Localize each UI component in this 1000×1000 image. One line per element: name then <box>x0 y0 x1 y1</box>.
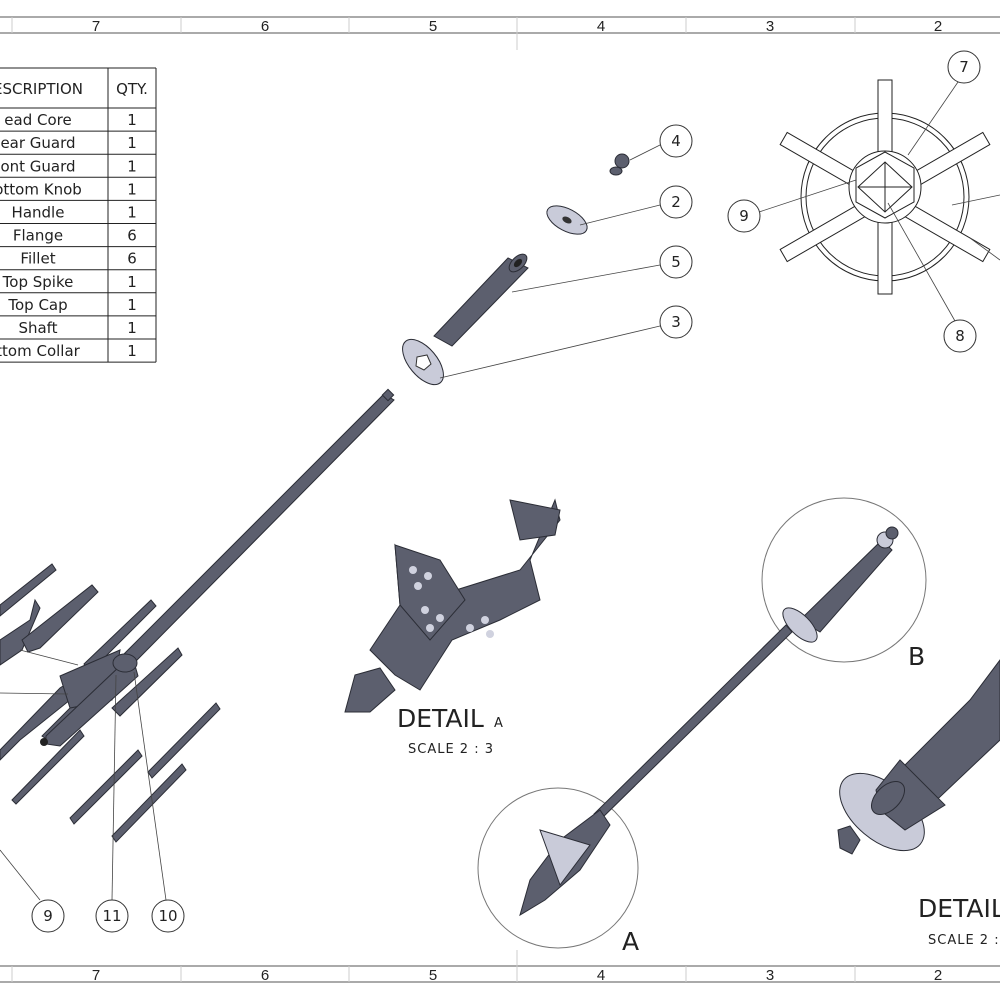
svg-text:7: 7 <box>959 58 969 76</box>
balloons: 4 2 5 3 7 9 8 9 11 10 <box>31 50 981 933</box>
bom-cell-qty: 1 <box>127 157 137 175</box>
bom-cell-description: Fillet <box>20 250 55 268</box>
svg-text:9: 9 <box>739 207 749 225</box>
bom-cell-qty: 1 <box>127 180 137 198</box>
svg-text:5: 5 <box>671 253 681 271</box>
bom-cell-qty: 1 <box>127 296 137 314</box>
part-bottom-knob <box>609 153 630 176</box>
bom-cell-description: Top Cap <box>7 296 67 314</box>
bom-cell-qty: 1 <box>127 134 137 152</box>
svg-text:4: 4 <box>671 132 681 150</box>
zone-label: 3 <box>766 967 774 984</box>
detail-b-label: B <box>908 642 925 671</box>
balloon-3: 3 <box>659 305 693 339</box>
balloon-2: 2 <box>659 185 693 219</box>
balloon-8: 8 <box>943 319 977 353</box>
bom-header-qty: QTY. <box>116 80 148 98</box>
bom-cell-qty: 6 <box>127 250 137 268</box>
svg-text:3: 3 <box>671 313 681 331</box>
detail-a-title: DETAIL <box>397 704 484 733</box>
detail-a-view: DETAIL A SCALE 2 : 3 <box>344 498 561 757</box>
part-handle <box>433 253 529 347</box>
bom-cell-qty: 6 <box>127 227 137 245</box>
bom-header-description: ESCRIPTION <box>0 80 83 98</box>
zone-labels-top: 7 6 5 4 3 2 <box>92 18 942 35</box>
bom-cell-description: ttom Collar <box>0 342 81 360</box>
exploded-flanges <box>0 563 221 843</box>
zone-label: 2 <box>934 18 942 35</box>
detail-b-scale: SCALE 2 : <box>928 933 1000 948</box>
bom-cell-qty: 1 <box>127 273 137 291</box>
balloon-5: 5 <box>659 245 693 279</box>
zone-label: 7 <box>92 967 100 984</box>
leader-lines-plan <box>758 81 1000 322</box>
leader-lines-top <box>439 144 661 379</box>
svg-text:11: 11 <box>102 907 121 925</box>
bom-cell-description: Handle <box>12 204 65 222</box>
detail-b-circle <box>761 497 927 663</box>
bom-cell-qty: 1 <box>127 342 137 360</box>
bom-cell-qty: 1 <box>127 204 137 222</box>
detail-a-letter: A <box>494 716 504 731</box>
sheet-border <box>0 16 1000 983</box>
svg-text:9: 9 <box>43 907 53 925</box>
top-plan-view <box>779 79 991 295</box>
zone-label: 7 <box>92 18 100 35</box>
balloon-9: 9 <box>31 899 65 933</box>
detail-a-scale: SCALE 2 : 3 <box>408 742 494 757</box>
bom-cell-description: ont Guard <box>0 157 75 175</box>
bom-cell-description: Flange <box>13 227 63 245</box>
zone-label: 3 <box>766 18 774 35</box>
detail-a-circle <box>477 787 639 949</box>
zone-label: 6 <box>261 18 269 35</box>
assembled-view: B A <box>477 497 927 956</box>
part-rear-guard-washer <box>546 205 588 235</box>
bom-cell-description: ottom Knob <box>0 180 82 198</box>
balloon-10: 10 <box>151 899 185 933</box>
balloon-7: 7 <box>947 50 981 84</box>
zone-label: 5 <box>429 967 437 984</box>
balloon-9-plan: 9 <box>727 199 761 233</box>
bom-cell-description: ear Guard <box>0 134 75 152</box>
zone-label: 6 <box>261 967 269 984</box>
bom-cell-description: ead Core <box>4 111 71 129</box>
zone-label: 4 <box>597 967 605 984</box>
balloon-11: 11 <box>95 899 129 933</box>
zone-label: 5 <box>429 18 437 35</box>
detail-b-view: DETAIL SCALE 2 : <box>837 659 1000 948</box>
svg-text:10: 10 <box>158 907 177 925</box>
zone-label: 4 <box>597 18 605 35</box>
bom-cell-description: Shaft <box>18 319 57 337</box>
detail-b-title: DETAIL <box>918 894 1000 923</box>
part-front-guard-washer <box>402 338 444 386</box>
svg-text:8: 8 <box>955 327 965 345</box>
bom-cell-qty: 1 <box>127 111 137 129</box>
zone-labels-bottom: 7 6 5 4 3 2 <box>92 967 942 984</box>
bom-table: ESCRIPTION QTY. ead Core 1 ear Guard 1 ont Gua… <box>0 67 157 363</box>
leader-lines-left <box>0 649 167 901</box>
bom-cell-description: Top Spike <box>2 273 74 291</box>
balloon-4: 4 <box>659 124 693 158</box>
zone-label: 2 <box>934 967 942 984</box>
bom-cell-qty: 1 <box>127 319 137 337</box>
detail-a-label: A <box>622 927 639 956</box>
svg-text:2: 2 <box>671 193 681 211</box>
